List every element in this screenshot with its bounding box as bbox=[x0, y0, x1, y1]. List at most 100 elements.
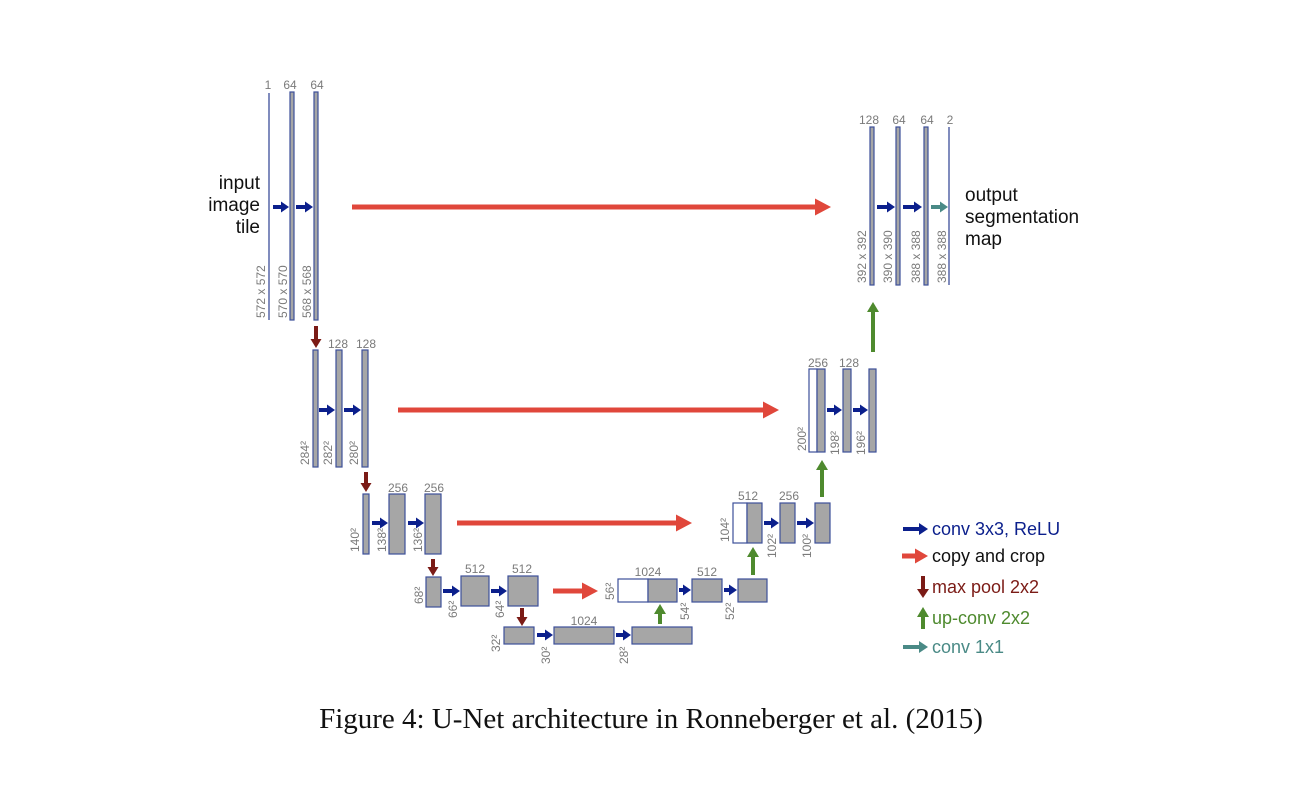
dec1-ch-2: 64 bbox=[892, 113, 906, 127]
input-label-line3: tile bbox=[236, 217, 260, 238]
dec4-map-2 bbox=[737, 578, 768, 603]
dec4-ch-2: 512 bbox=[697, 565, 717, 579]
dec1-ch-1: 128 bbox=[859, 113, 879, 127]
dec2-map-2 bbox=[868, 368, 877, 453]
dec4-map-1 bbox=[691, 578, 723, 603]
dec4-map-up bbox=[647, 578, 678, 603]
dec1-size-2: 390 x 390 bbox=[881, 230, 895, 283]
enc3-conv-1 bbox=[372, 517, 388, 529]
dec3-ch-1: 512 bbox=[738, 489, 758, 503]
enc2-map-2 bbox=[361, 349, 369, 468]
dec1-size-3: 388 x 388 bbox=[909, 230, 923, 283]
enc1-size-3: 568 x 568 bbox=[300, 265, 314, 318]
enc1-map-2 bbox=[313, 91, 319, 321]
input-label-line1: input bbox=[219, 173, 261, 194]
legend-copy-arrow bbox=[902, 548, 928, 564]
dec2-map-up bbox=[816, 368, 826, 453]
dec3-ch-2: 256 bbox=[779, 489, 799, 503]
enc4-map-1 bbox=[460, 575, 490, 607]
bottom-conv-1 bbox=[537, 629, 553, 641]
copy-crop-level1 bbox=[352, 198, 831, 216]
dec3-map-2 bbox=[814, 502, 831, 544]
enc4-size-1: 68² bbox=[412, 587, 426, 604]
dec2-ch-2: 128 bbox=[839, 356, 859, 370]
bottom-size-3: 28² bbox=[617, 647, 631, 664]
enc3-map-1 bbox=[388, 493, 406, 555]
dec4-size-2: 54² bbox=[678, 603, 692, 620]
dec1-ch-4: 2 bbox=[947, 113, 954, 127]
enc2-conv-2 bbox=[344, 404, 361, 416]
enc2-size-3: 280² bbox=[347, 441, 361, 465]
legend-conv1-arrow bbox=[903, 641, 928, 653]
enc2-ch-2: 128 bbox=[356, 337, 376, 351]
enc1-pool bbox=[310, 326, 322, 348]
bottom-size-2: 30² bbox=[539, 647, 553, 664]
dec4-size-3: 52² bbox=[723, 603, 737, 620]
enc1-ch-1: 1 bbox=[265, 78, 272, 92]
enc3-ch-2: 256 bbox=[424, 481, 444, 495]
dec3-map-up bbox=[746, 502, 763, 544]
dec2-ch-1: 256 bbox=[808, 356, 828, 370]
enc2-map-1 bbox=[335, 349, 343, 468]
enc1-conv-2 bbox=[296, 201, 313, 213]
bottom-conv-2 bbox=[616, 629, 631, 641]
dec2-conv-2 bbox=[853, 404, 868, 416]
dec1-ch-3: 64 bbox=[920, 113, 934, 127]
dec1-conv1x1 bbox=[931, 201, 948, 213]
enc1-size-1: 572 x 572 bbox=[254, 265, 268, 318]
dec3-size-1: 104² bbox=[718, 518, 732, 542]
enc4-map-0 bbox=[425, 576, 442, 608]
dec3-upconv bbox=[816, 460, 828, 497]
dec3-conv-2 bbox=[797, 517, 814, 529]
enc4-ch-2: 512 bbox=[512, 562, 532, 576]
enc2-map-0 bbox=[312, 349, 319, 468]
legend-conv-arrow bbox=[903, 523, 928, 535]
enc3-size-3: 136² bbox=[411, 528, 425, 552]
legend-pool-arrow bbox=[917, 576, 929, 598]
enc2-pool bbox=[360, 472, 372, 492]
enc2-size-1: 284² bbox=[298, 441, 312, 465]
bottom-map-1 bbox=[553, 626, 615, 645]
dec1-map-up bbox=[869, 126, 875, 286]
enc4-size-3: 64² bbox=[493, 601, 507, 618]
dec4-conv-2 bbox=[724, 584, 737, 596]
legend-copy-label: copy and crop bbox=[932, 546, 1045, 566]
dec3-conv-1 bbox=[764, 517, 779, 529]
enc4-size-2: 66² bbox=[446, 601, 460, 618]
enc3-map-0 bbox=[362, 493, 370, 555]
enc1-ch-3: 64 bbox=[310, 78, 324, 92]
copy-crop-level4 bbox=[553, 582, 598, 600]
dec2-map-1 bbox=[842, 368, 852, 453]
legend-pool-label: max pool 2x2 bbox=[932, 577, 1039, 597]
legend-conv-label: conv 3x3, ReLU bbox=[932, 519, 1060, 539]
copy-crop-level3 bbox=[457, 514, 692, 532]
enc3-conv-2 bbox=[408, 517, 424, 529]
dec2-size-3: 196² bbox=[854, 431, 868, 455]
legend-up-arrow bbox=[917, 607, 929, 629]
enc3-size-1: 140² bbox=[348, 528, 362, 552]
input-label-line2: image bbox=[208, 195, 260, 216]
dec4-conv-1 bbox=[679, 584, 691, 596]
bottom-map-2 bbox=[631, 626, 693, 645]
enc1-size-2: 570 x 570 bbox=[276, 265, 290, 318]
enc1-map-1 bbox=[289, 91, 295, 321]
bottom-map-0 bbox=[503, 626, 535, 645]
enc4-map-2 bbox=[507, 575, 539, 607]
enc2-ch-1: 128 bbox=[328, 337, 348, 351]
bottom-upconv bbox=[654, 604, 666, 624]
enc4-pool bbox=[516, 608, 528, 626]
dec1-map-1 bbox=[895, 126, 901, 286]
copy-crop-level2 bbox=[398, 401, 779, 419]
dec1-map-2 bbox=[923, 126, 929, 286]
dec4-upconv bbox=[747, 547, 759, 575]
dec2-map-crop bbox=[808, 368, 818, 453]
dec2-upconv bbox=[867, 302, 879, 352]
enc2-conv-1 bbox=[319, 404, 335, 416]
dec1-conv-2 bbox=[903, 201, 922, 213]
dec2-size-2: 198² bbox=[828, 431, 842, 455]
enc4-ch-1: 512 bbox=[465, 562, 485, 576]
output-label-line3: map bbox=[965, 229, 1002, 250]
output-label-line1: output bbox=[965, 185, 1019, 206]
dec3-map-crop bbox=[732, 502, 748, 544]
